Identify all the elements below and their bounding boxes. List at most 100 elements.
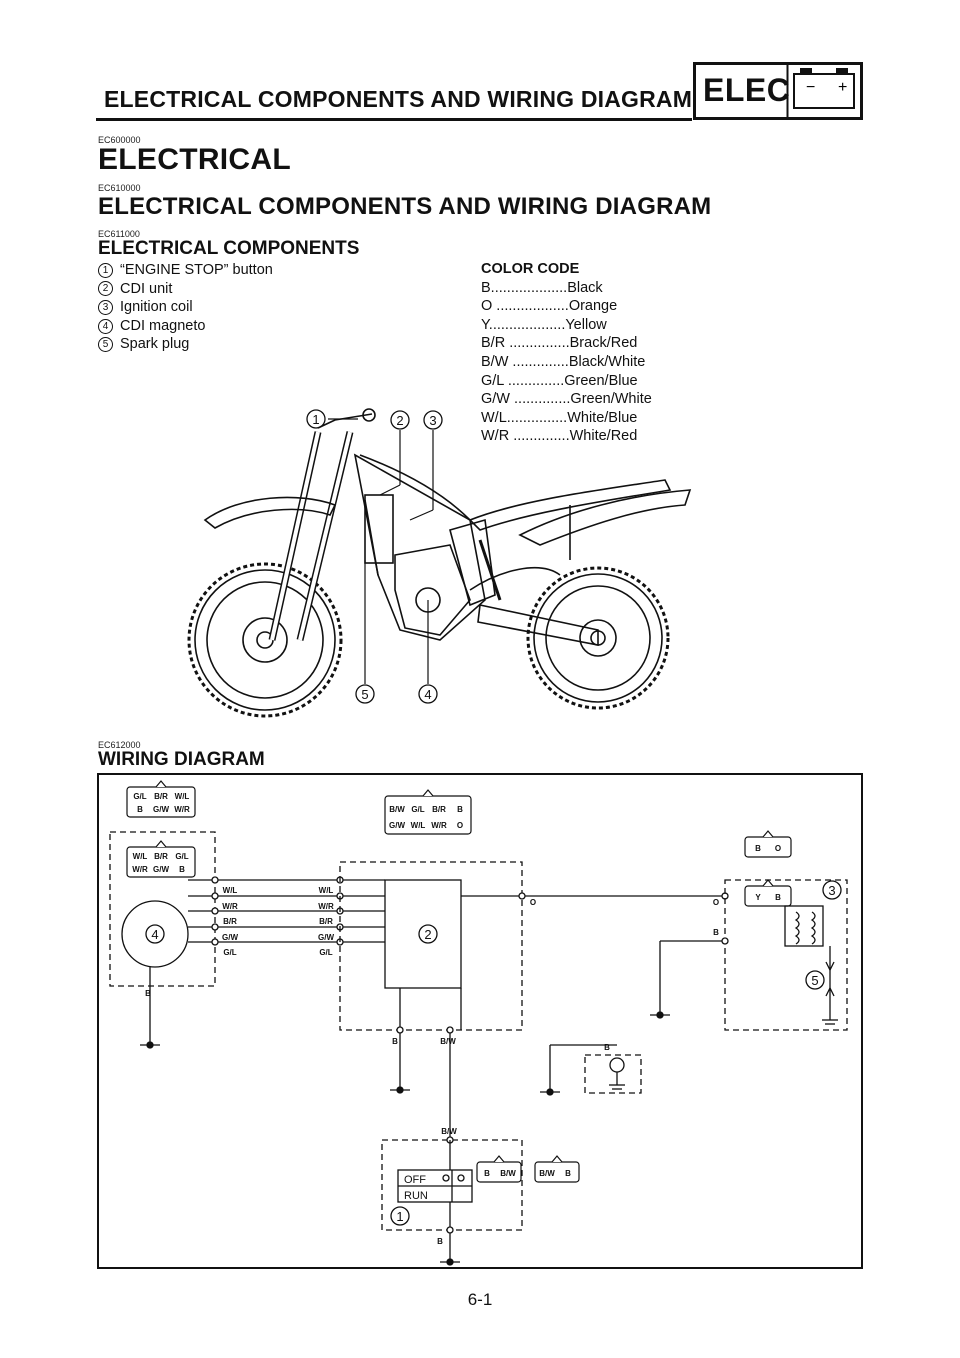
section-heading: ELECTRICAL COMPONENTS [98, 238, 360, 259]
num-plug: 5 [805, 970, 825, 990]
item-number: 3 [98, 299, 113, 315]
ground-box [584, 1054, 642, 1094]
svg-text:G/L: G/L [319, 948, 332, 957]
svg-text:B/W: B/W [441, 1127, 457, 1136]
svg-text:G/L: G/L [175, 852, 188, 861]
connector-coil-top: B O [744, 830, 792, 858]
svg-text:B: B [565, 1169, 571, 1178]
battery-minus: − [806, 79, 815, 96]
section-code: EC612000 [98, 740, 141, 750]
wiring-diagram-frame [97, 773, 863, 1269]
list-item: 3 Ignition coil [98, 298, 273, 317]
svg-text:G/W: G/W [318, 933, 334, 942]
svg-text:2: 2 [424, 927, 431, 942]
svg-text:5: 5 [811, 973, 818, 988]
color-code-entry: Y...................Yellow [481, 316, 607, 333]
connector-magneto: W/L B/R G/L W/R G/W B [126, 840, 196, 878]
connector-coil: Y B [744, 879, 792, 907]
svg-text:O: O [457, 821, 463, 830]
svg-text:2: 2 [396, 413, 403, 428]
section-code: EC611000 [98, 229, 140, 239]
svg-text:4: 4 [424, 687, 431, 702]
elec-badge-label: ELEC [703, 72, 791, 108]
color-code-entry: B/W ..............Black/White [481, 353, 646, 370]
connector-cdi: B/W G/L B/R B G/W W/L W/R O [384, 789, 472, 835]
svg-text:W/R: W/R [132, 865, 148, 874]
svg-text:B: B [437, 1237, 443, 1246]
svg-text:1: 1 [312, 412, 319, 427]
svg-text:W/L: W/L [133, 852, 148, 861]
svg-text:RUN: RUN [404, 1190, 428, 1202]
color-code-entry: W/L...............White/Blue [481, 409, 638, 426]
color-code-entry: G/W ..............Green/White [481, 391, 652, 408]
num-magneto: 4 [145, 924, 165, 944]
svg-text:B/R: B/R [154, 792, 168, 801]
svg-text:B/R: B/R [432, 805, 446, 814]
svg-text:B: B [145, 989, 151, 998]
num-switch: 1 [390, 1206, 410, 1226]
svg-text:B: B [179, 865, 185, 874]
svg-text:G/L: G/L [223, 948, 236, 957]
svg-text:3: 3 [429, 413, 436, 428]
color-code-table: COLOR CODE B...................Black O .… [481, 260, 652, 446]
svg-text:W/L: W/L [319, 886, 334, 895]
svg-text:B: B [775, 893, 781, 902]
svg-text:OFF: OFF [404, 1174, 426, 1186]
svg-text:B: B [755, 844, 761, 853]
svg-text:B: B [484, 1169, 490, 1178]
svg-text:W/R: W/R [431, 821, 447, 830]
item-number: 5 [98, 337, 113, 353]
item-label: Ignition coil [120, 299, 193, 316]
item-label: “ENGINE STOP” button [120, 262, 273, 278]
connector-switch-1: B B/W [476, 1155, 522, 1183]
svg-text:B/W: B/W [440, 1037, 456, 1046]
wire-bundle [188, 876, 385, 946]
item-number: 4 [98, 318, 113, 334]
connector-magneto-top: G/L B/R W/L B G/W W/R [126, 780, 196, 818]
callout-5: 5 [355, 684, 375, 704]
svg-text:Y: Y [755, 893, 761, 902]
battery-icon: − + [786, 62, 855, 120]
svg-text:1: 1 [396, 1209, 403, 1224]
svg-text:5: 5 [361, 687, 368, 702]
svg-text:B: B [137, 805, 143, 814]
svg-text:B/W: B/W [389, 805, 405, 814]
color-code-title: COLOR CODE [481, 261, 580, 277]
svg-text:B: B [392, 1037, 398, 1046]
battery-plus: + [838, 79, 847, 96]
section-code: EC600000 [98, 135, 141, 145]
svg-text:G/W: G/W [153, 805, 169, 814]
ground-terminal [609, 1057, 625, 1073]
color-code-entry: G/L ..............Green/Blue [481, 372, 638, 389]
svg-text:4: 4 [151, 927, 158, 942]
svg-text:B: B [604, 1043, 610, 1052]
item-number: 2 [98, 281, 113, 297]
connector-switch-2: B/W B [534, 1155, 580, 1183]
svg-text:O: O [775, 844, 781, 853]
section-code: EC610000 [98, 183, 141, 193]
callout-2: 2 [390, 410, 410, 430]
svg-text:W/L: W/L [175, 792, 190, 801]
section-heading: ELECTRICAL [98, 143, 291, 176]
color-code-entry: O ..................Orange [481, 298, 618, 315]
page-header-title: ELECTRICAL COMPONENTS AND WIRING DIAGRAM [104, 86, 693, 112]
svg-text:G/W: G/W [389, 821, 405, 830]
num-cdi: 2 [418, 924, 438, 944]
color-code-entry: B/R ...............Brack/Red [481, 335, 638, 352]
svg-text:W/R: W/R [222, 902, 238, 911]
page-number: 6-1 [467, 1290, 493, 1309]
header-rule [96, 118, 692, 121]
svg-text:W/R: W/R [174, 805, 190, 814]
svg-text:B/R: B/R [223, 917, 237, 926]
svg-text:W/R: W/R [318, 902, 334, 911]
num-coil: 3 [822, 880, 842, 900]
svg-text:G/W: G/W [222, 933, 238, 942]
svg-text:W/L: W/L [411, 821, 426, 830]
callout-1: 1 [306, 409, 326, 429]
item-number: 1 [98, 262, 113, 278]
color-code-entry: B...................Black [481, 279, 603, 296]
callout-4: 4 [418, 684, 438, 704]
